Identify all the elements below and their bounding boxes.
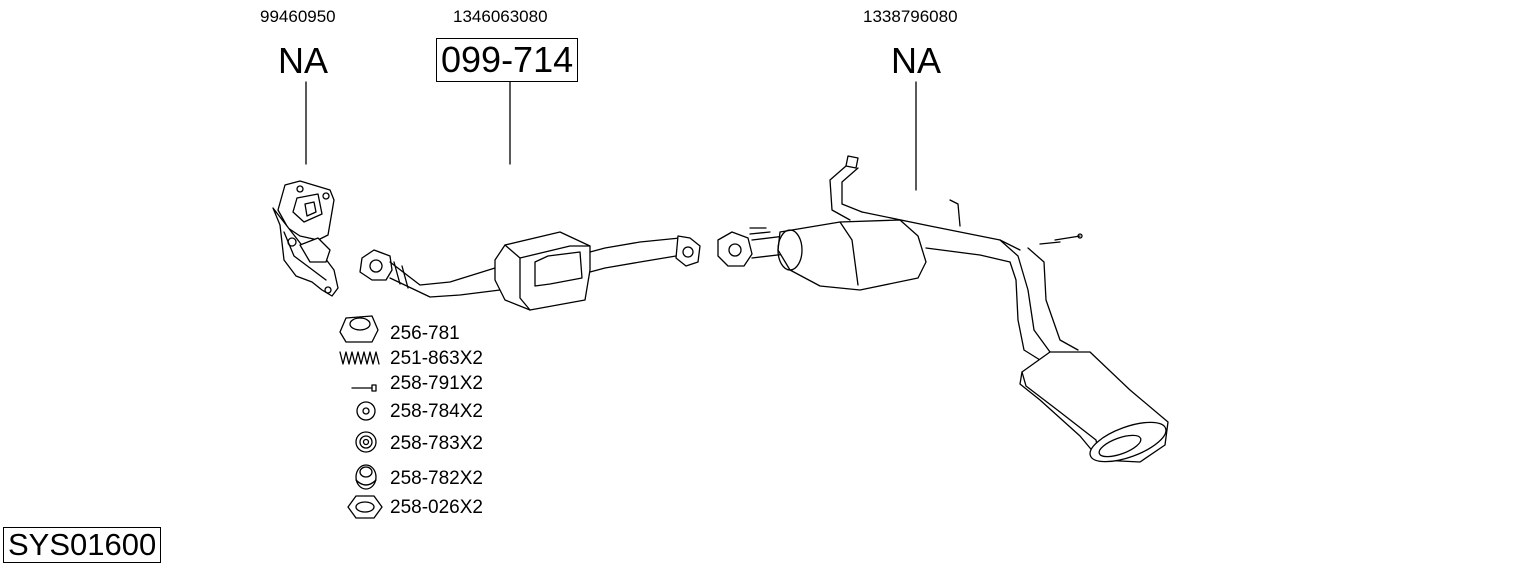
rear-silencer-icon[interactable]	[717, 155, 1171, 470]
accessory-label-6[interactable]: 258-782X2	[390, 468, 483, 489]
manifold-flange-icon[interactable]	[272, 180, 339, 297]
part-1-code[interactable]: NA	[278, 40, 329, 81]
washer-small-icon	[356, 401, 376, 421]
rubber-bush-icon	[355, 464, 377, 490]
catalytic-converter-icon[interactable]	[359, 231, 701, 311]
part-2-code[interactable]: 099-714	[436, 38, 579, 82]
hex-nut-icon	[347, 495, 383, 519]
bolt-icon	[351, 384, 377, 392]
system-code: SYS01600	[3, 527, 162, 563]
part-3-code[interactable]: NA	[891, 40, 942, 81]
accessory-label-4[interactable]: 258-784X2	[390, 401, 483, 422]
accessory-label-1[interactable]: 256-781	[390, 323, 460, 344]
accessory-label-2[interactable]: 251-863X2	[390, 348, 483, 369]
accessory-label-3[interactable]: 258-791X2	[390, 373, 483, 394]
part-3-oe-number: 1338796080	[863, 7, 958, 26]
rubber-mount-icon	[355, 431, 377, 453]
part-2-oe-number: 1346063080	[453, 7, 548, 26]
part-1-oe-number: 99460950	[260, 7, 336, 26]
spring-icon	[339, 351, 380, 365]
accessory-label-5[interactable]: 258-783X2	[390, 433, 483, 454]
gasket-ring-icon	[339, 315, 379, 343]
accessory-label-7[interactable]: 258-026X2	[390, 497, 483, 518]
